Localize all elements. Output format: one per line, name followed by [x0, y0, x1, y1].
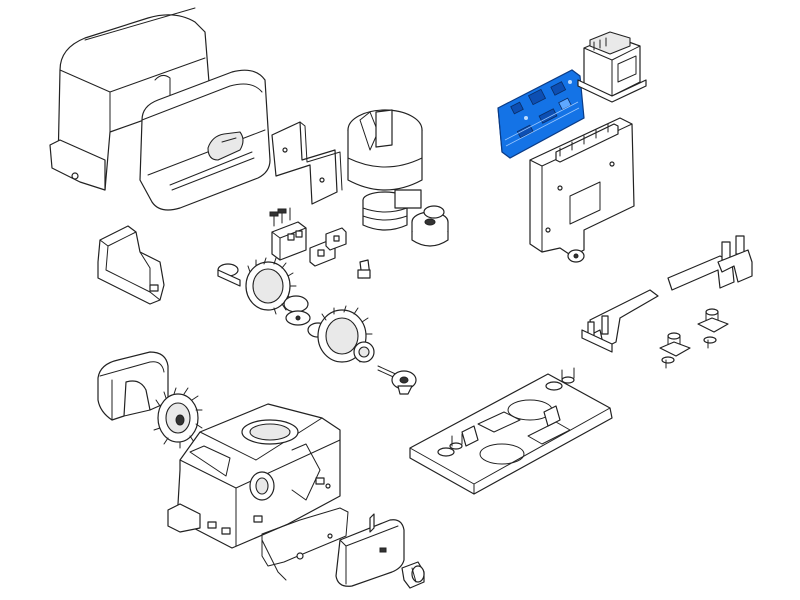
pinion-cover-icon[interactable] [97, 351, 169, 421]
gasket-icon[interactable] [261, 507, 349, 581]
mounting-plate-icon[interactable] [529, 117, 635, 263]
connector-icon[interactable] [309, 227, 371, 279]
gear-icon[interactable] [217, 257, 311, 326]
bolt-icon[interactable] [659, 308, 729, 369]
limit-bracket-icon[interactable] [581, 235, 753, 353]
motor-icon[interactable] [347, 109, 423, 231]
control-box-cover-icon[interactable] [139, 69, 271, 211]
key-icon[interactable] [377, 365, 417, 395]
bracket-icon[interactable] [271, 121, 343, 205]
lock-icon[interactable] [401, 561, 425, 589]
small-cover-icon[interactable] [97, 225, 165, 305]
gear-icon[interactable] [307, 305, 375, 363]
housing-icon[interactable] [167, 403, 341, 549]
transformer-icon[interactable] [577, 31, 647, 103]
foundation-plate-icon[interactable] [409, 367, 613, 495]
release-cover-icon[interactable] [335, 513, 405, 587]
circuit-board-icon[interactable] [497, 69, 585, 159]
pinion-icon[interactable] [153, 387, 203, 449]
ring-icon[interactable] [411, 205, 449, 247]
limit-switch-icon[interactable] [269, 207, 307, 261]
